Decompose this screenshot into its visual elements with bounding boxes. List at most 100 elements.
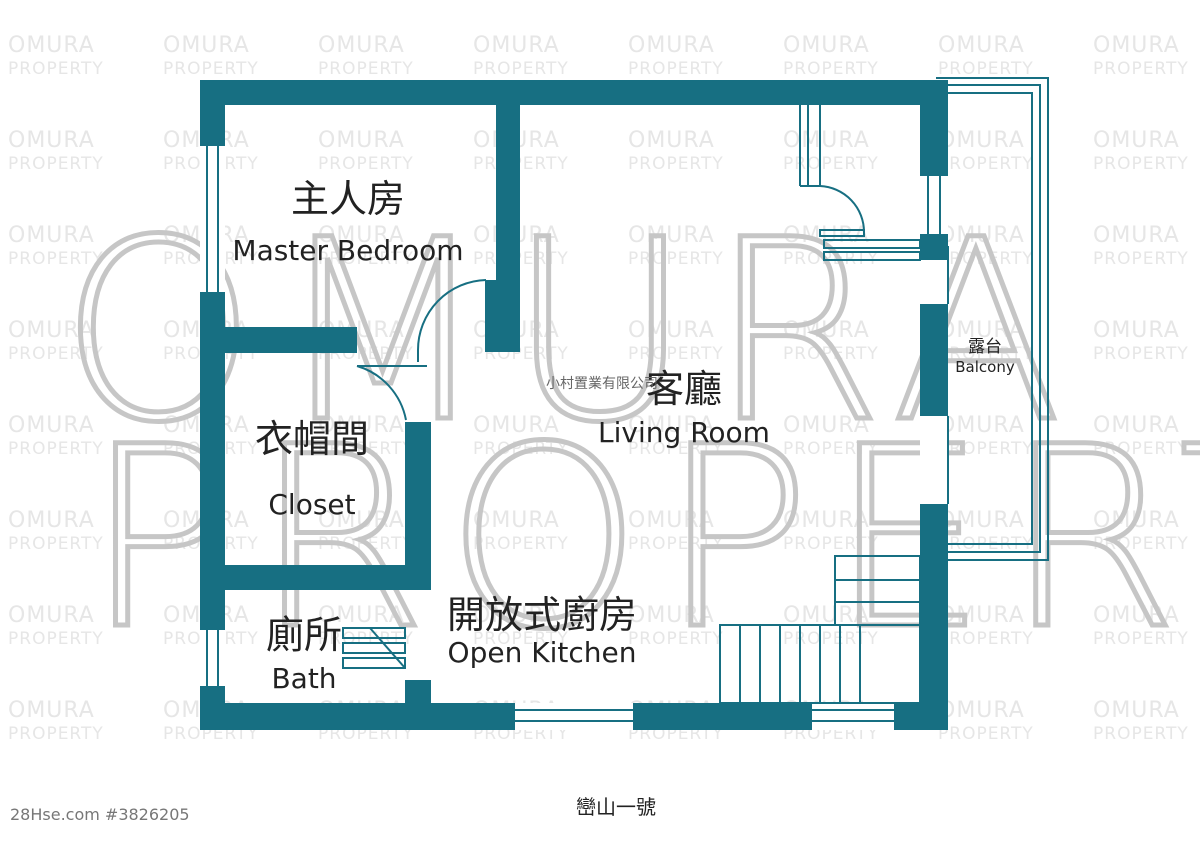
watermark-tile-property: PROPERTY [473, 629, 569, 649]
watermark-tile-omura: OMURA [628, 413, 715, 438]
watermark-tile-property: PROPERTY [473, 534, 569, 554]
watermark-tile-omura: OMURA [938, 318, 1025, 343]
watermark-tile-omura: OMURA [628, 128, 715, 153]
company-watermark: 小村置業有限公司 [546, 376, 658, 392]
watermark-tile-property: PROPERTY [318, 249, 414, 269]
balcony-zh-label: 露台 [968, 337, 1002, 357]
watermark-tile-property: PROPERTY [1093, 439, 1189, 459]
watermark-tile-omura: OMURA [473, 413, 560, 438]
watermark-tile-property: PROPERTY [938, 249, 1034, 269]
watermark-tile-omura: OMURA [8, 413, 95, 438]
kitchen-zh-label: 開放式廚房 [447, 593, 637, 637]
master-bedroom-zh-label: 主人房 [291, 177, 405, 221]
watermark-tile-property: PROPERTY [1093, 534, 1189, 554]
watermark-tile-omura: OMURA [8, 223, 95, 248]
watermark-tile-property: PROPERTY [8, 439, 104, 459]
bath-zh-label: 廁所 [266, 613, 342, 657]
watermark-tile-property: PROPERTY [938, 154, 1034, 174]
master-bedroom-en-label: Master Bedroom [232, 234, 463, 267]
watermark-tile-omura: OMURA [1093, 603, 1180, 628]
watermark-tile-omura: OMURA [8, 128, 95, 153]
watermark-tile-omura: OMURA [318, 413, 405, 438]
bath-fixture [342, 627, 406, 669]
living-room-zh-label: 客廳 [646, 367, 722, 411]
watermark-tile-property: PROPERTY [1093, 724, 1189, 744]
watermark-tile-omura: OMURA [163, 33, 250, 58]
watermark-tile-omura: OMURA [8, 698, 95, 723]
watermark-tile-property: PROPERTY [8, 59, 104, 79]
watermark-tile-property: PROPERTY [628, 249, 724, 269]
watermark-tile-property: PROPERTY [163, 59, 259, 79]
watermark-tile-omura: OMURA [628, 508, 715, 533]
watermark-tile-property: PROPERTY [318, 534, 414, 554]
watermark-tile-omura: OMURA [8, 33, 95, 58]
watermark-tile-property: PROPERTY [473, 154, 569, 174]
watermark-tile-omura: OMURA [318, 508, 405, 533]
watermark-tile-property: PROPERTY [783, 534, 879, 554]
watermark-tile-omura: OMURA [1093, 508, 1180, 533]
watermark-tile-omura: OMURA [1093, 128, 1180, 153]
watermark-tile-omura: OMURA [938, 698, 1025, 723]
doors [356, 105, 921, 421]
watermark-tile-omura: OMURA [783, 33, 870, 58]
watermark-tile-property: PROPERTY [783, 59, 879, 79]
kitchen-en-label: Open Kitchen [448, 636, 637, 669]
watermark-tile-property: PROPERTY [8, 629, 104, 649]
watermark-tile-property: PROPERTY [628, 439, 724, 459]
watermark-tile-property: PROPERTY [318, 59, 414, 79]
watermark-tile-omura: OMURA [473, 603, 560, 628]
watermark-tile-property: PROPERTY [1093, 249, 1189, 269]
watermark-tile-property: PROPERTY [783, 629, 879, 649]
watermark-tile-property: PROPERTY [1093, 154, 1189, 174]
watermark-tile-property: PROPERTY [628, 344, 724, 364]
watermark-tile-property: PROPERTY [783, 344, 879, 364]
watermark-tile-omura: OMURA [783, 413, 870, 438]
watermark-tile-property: PROPERTY [938, 629, 1034, 649]
living-room-en-label: Living Room [598, 416, 770, 449]
watermark-tile-property: PROPERTY [1093, 59, 1189, 79]
watermark-tile-omura: OMURA [628, 603, 715, 628]
watermark-tile-omura: OMURA [1093, 698, 1180, 723]
watermark-tile-property: PROPERTY [473, 439, 569, 459]
watermark-tile-property: PROPERTY [938, 724, 1034, 744]
watermark-tile-omura: OMURA [783, 603, 870, 628]
watermark-tile-property: PROPERTY [8, 724, 104, 744]
balcony-en-label: Balcony [955, 358, 1015, 376]
watermark-tile-omura: OMURA [938, 33, 1025, 58]
watermark-tile-omura: OMURA [1093, 413, 1180, 438]
watermark-tile-property: PROPERTY [628, 59, 724, 79]
watermark-tile-omura: OMURA [938, 223, 1025, 248]
watermark-tile-omura: OMURA [1093, 33, 1180, 58]
watermark-tile-property: PROPERTY [473, 59, 569, 79]
watermark-tile-omura: OMURA [783, 508, 870, 533]
watermark-tile-property: PROPERTY [628, 154, 724, 174]
watermark-tile-omura: OMURA [628, 223, 715, 248]
watermark-tile-property: PROPERTY [938, 439, 1034, 459]
windows [200, 146, 949, 730]
closet-en-label: Closet [268, 488, 355, 521]
bath-en-label: Bath [271, 662, 336, 695]
estate-name: 巒山一號 [576, 795, 656, 819]
watermark-tile-omura: OMURA [473, 508, 560, 533]
watermark-tile-omura: OMURA [318, 223, 405, 248]
watermark-tile-omura: OMURA [938, 603, 1025, 628]
watermark-tile-omura: OMURA [938, 508, 1025, 533]
watermark-tile-omura: OMURA [1093, 223, 1180, 248]
watermark-tile-omura: OMURA [1093, 318, 1180, 343]
watermark-tile-omura: OMURA [628, 318, 715, 343]
watermark-tile-omura: OMURA [628, 33, 715, 58]
listing-id: 28Hse.com #3826205 [10, 805, 190, 824]
watermark-tile-omura: OMURA [938, 413, 1025, 438]
watermark-tile-property: PROPERTY [318, 154, 414, 174]
watermark-tile-omura: OMURA [783, 318, 870, 343]
watermark-tile-omura: OMURA [8, 603, 95, 628]
watermark-tile-property: PROPERTY [938, 344, 1034, 364]
closet-zh-label: 衣帽間 [255, 417, 369, 461]
watermark-tile-omura: OMURA [318, 603, 405, 628]
watermark-tile-property: PROPERTY [938, 59, 1034, 79]
watermark-tile-omura: OMURA [8, 318, 95, 343]
watermark-tile-property: PROPERTY [783, 439, 879, 459]
watermark-tile-property: PROPERTY [628, 534, 724, 554]
watermark-tile-omura: OMURA [938, 128, 1025, 153]
